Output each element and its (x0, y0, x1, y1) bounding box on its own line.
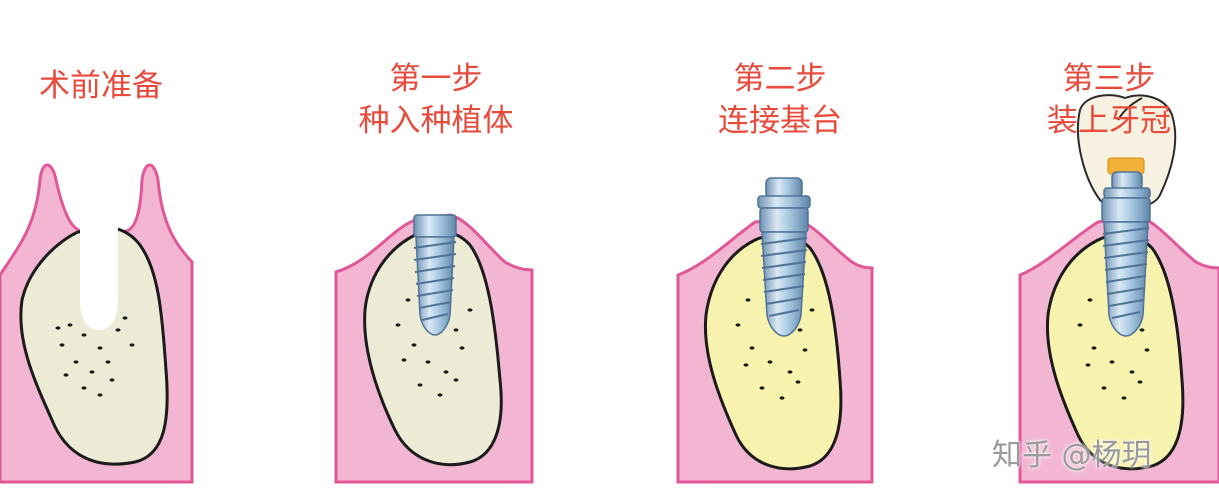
panel-step1 (334, 213, 534, 484)
stage-subtitle: 连接基台 (718, 103, 842, 139)
bone-pores (395, 298, 473, 397)
stage-title: 第三步 (1062, 61, 1156, 97)
bone-pores (55, 316, 135, 397)
implant-fixture (759, 207, 809, 337)
bone-pores (1077, 298, 1150, 400)
implant-fixture (1101, 197, 1151, 337)
stage-title: 第一步 (389, 61, 483, 97)
stage-subtitle: 种入种植体 (358, 103, 514, 139)
stage-title: 术前准备 (39, 68, 163, 104)
watermark: 知乎 @杨玥 (992, 438, 1152, 473)
bone-pores (735, 298, 815, 400)
crown (1076, 94, 1177, 210)
crown-fissure (1117, 97, 1143, 121)
panel-preop (0, 160, 194, 484)
abutment (757, 177, 811, 209)
extraction-socket (80, 160, 118, 330)
bone (19, 226, 169, 466)
bone (703, 233, 843, 471)
stage-label-preop: 术前准备 (26, 65, 176, 107)
stage-label-step3: 第三步 装上牙冠 (1024, 58, 1194, 142)
panel-step3 (1018, 94, 1219, 484)
bone (1045, 233, 1185, 471)
stage-label-step1: 第一步 种入种植体 (336, 58, 536, 142)
panel-step2 (676, 177, 874, 484)
bone (363, 229, 503, 467)
implant-fixture (413, 214, 457, 336)
stage-title: 第二步 (733, 61, 827, 97)
stage-label-step2: 第二步 连接基台 (690, 58, 870, 142)
stage-subtitle: 装上牙冠 (1047, 103, 1171, 139)
abutment (1103, 171, 1151, 199)
